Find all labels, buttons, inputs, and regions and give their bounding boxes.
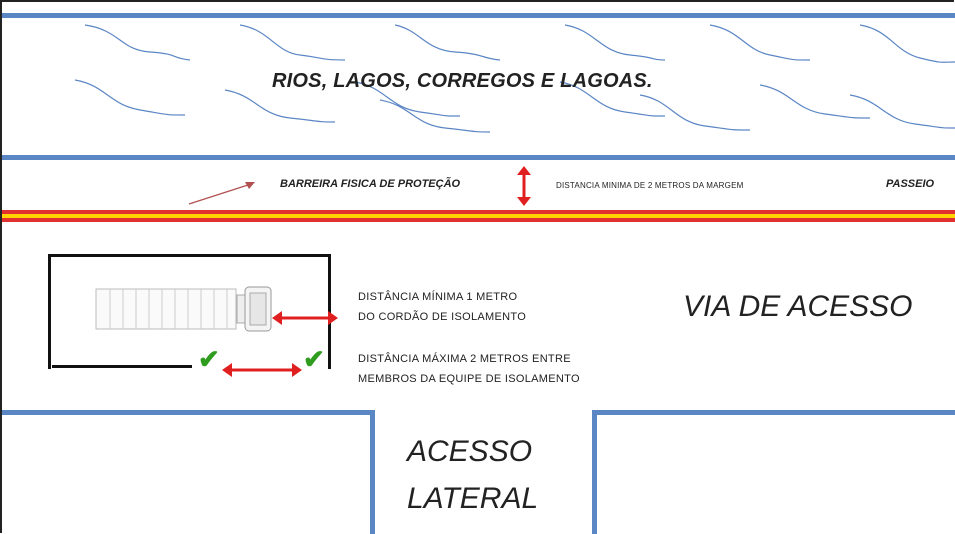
vertical-double-arrow-icon xyxy=(517,166,531,206)
cordon-distance-text-1: DISTÂNCIA MÍNIMA 1 METRO xyxy=(358,291,518,303)
person-checkmark-icon: ✔ xyxy=(303,344,325,374)
passeio-label: PASSEIO xyxy=(886,178,935,190)
wave-icon xyxy=(394,24,501,61)
wave-icon xyxy=(759,84,871,119)
wave-icon xyxy=(84,24,191,61)
truck-icon xyxy=(95,286,272,332)
side-access-line-1: ACESSO xyxy=(407,435,533,468)
distance-margin-label: DISTANCIA MINIMA DE 2 METROS DA MARGEM xyxy=(556,181,744,190)
wave-icon xyxy=(849,94,955,129)
road-edge-stripe xyxy=(2,210,955,222)
water-title: RIOS, LAGOS, CORREGOS E LAGOAS. xyxy=(272,70,653,92)
cordon-distance-text-2: DO CORDÃO DE ISOLAMENTO xyxy=(358,311,527,323)
wave-icon xyxy=(74,79,186,116)
isolation-cordon xyxy=(48,254,331,369)
side-access-line-2: LATERAL xyxy=(407,482,539,515)
wave-icon xyxy=(379,99,491,133)
block-left-side xyxy=(370,410,375,534)
wave-icon-group xyxy=(74,24,955,133)
team-distance-arrow-icon xyxy=(222,363,302,377)
person-checkmark-icon: ✔ xyxy=(198,344,220,374)
block-left-top xyxy=(2,410,375,415)
block-right-side xyxy=(592,410,597,534)
team-distance-text-2: MEMBROS DA EQUIPE DE ISOLAMENTO xyxy=(358,373,580,385)
wave-icon xyxy=(224,89,336,123)
water-bottom-line xyxy=(2,155,955,160)
road-label: VIA DE ACESSO xyxy=(683,290,913,323)
wave-icon xyxy=(709,24,811,61)
wave-icon xyxy=(239,24,346,61)
barrier-label: BARREIRA FISICA DE PROTEÇÃO xyxy=(280,178,461,190)
team-distance-text-1: DISTÂNCIA MÁXIMA 2 METROS ENTRE xyxy=(358,353,571,365)
wave-icon xyxy=(564,24,666,61)
waves xyxy=(74,24,955,133)
barrier-arrow-icon xyxy=(188,182,255,205)
block-right-top xyxy=(592,410,955,415)
water-top-line xyxy=(2,13,955,18)
wave-icon xyxy=(859,24,955,63)
cordon-bottom-left xyxy=(52,365,192,368)
wave-icon xyxy=(354,81,461,117)
cordon-distance-arrow-icon xyxy=(272,311,338,325)
wave-icon xyxy=(559,81,666,117)
wave-icon xyxy=(639,94,751,131)
